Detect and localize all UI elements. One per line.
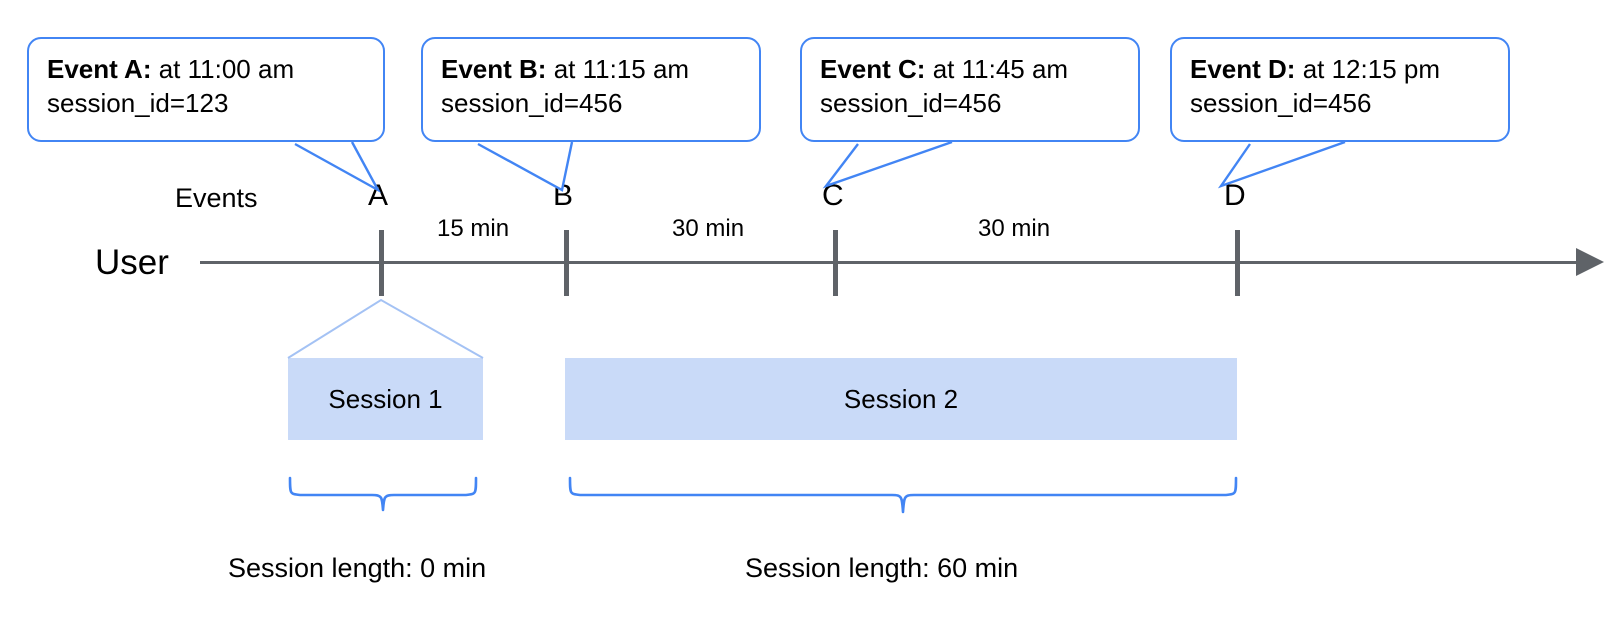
session-2-length-label: Session length: 60 min bbox=[745, 553, 1019, 583]
callout-c-line2: session_id=456 bbox=[820, 87, 1002, 118]
row-label-user: User bbox=[95, 243, 169, 282]
callout-a-title: Event A: bbox=[47, 54, 152, 84]
session-bar-1: Session 1 bbox=[288, 358, 483, 440]
callout-c-time: at 11:45 am bbox=[925, 54, 1069, 84]
callout-a-time: at 11:00 am bbox=[151, 54, 295, 84]
timeline-tick-b bbox=[564, 230, 569, 296]
callout-d-time: at 12:15 pm bbox=[1295, 54, 1441, 84]
event-letter-c: C bbox=[822, 179, 844, 212]
session-1-length-label: Session length: 0 min bbox=[228, 553, 487, 583]
callout-event-b: Event B: at 11:15 am session_id=456 bbox=[421, 37, 761, 142]
callout-b-title: Event B: bbox=[441, 54, 547, 84]
session-1-brace-icon bbox=[288, 476, 478, 512]
axis-arrowhead-icon bbox=[1576, 248, 1604, 276]
event-letter-a: A bbox=[368, 179, 389, 212]
duration-label-a-b: 15 min bbox=[437, 215, 510, 242]
callout-a-line2: session_id=123 bbox=[47, 87, 229, 118]
callout-c-tail-icon bbox=[822, 140, 953, 189]
session-bar-2: Session 2 bbox=[565, 358, 1237, 440]
callout-c-title: Event C: bbox=[820, 54, 926, 84]
session-bar-2-label: Session 2 bbox=[843, 383, 959, 414]
callout-b-line1: Event B: at 11:15 am bbox=[441, 53, 741, 87]
timeline-tick-a bbox=[379, 230, 384, 296]
callout-event-c: Event C: at 11:45 am session_id=456 bbox=[800, 37, 1140, 142]
timeline-axis bbox=[200, 261, 1576, 264]
session-1-connector-icon bbox=[287, 298, 484, 359]
timeline-tick-d bbox=[1235, 230, 1240, 296]
callout-event-d: Event D: at 12:15 pm session_id=456 bbox=[1170, 37, 1510, 142]
callout-d-line2: session_id=456 bbox=[1190, 87, 1372, 118]
callout-d-line1: Event D: at 12:15 pm bbox=[1190, 53, 1490, 87]
event-letter-d: D bbox=[1224, 179, 1246, 212]
callout-a-line1: Event A: at 11:00 am bbox=[47, 53, 365, 87]
session-bar-1-label: Session 1 bbox=[328, 383, 443, 414]
callout-b-line2: session_id=456 bbox=[441, 87, 623, 118]
callout-event-a: Event A: at 11:00 am session_id=123 bbox=[27, 37, 385, 142]
duration-label-c-d: 30 min bbox=[978, 215, 1051, 242]
session-2-brace-icon bbox=[568, 476, 1238, 514]
timeline-tick-c bbox=[833, 230, 838, 296]
callout-b-time: at 11:15 am bbox=[546, 54, 690, 84]
row-label-events: Events bbox=[175, 183, 258, 213]
callout-c-line1: Event C: at 11:45 am bbox=[820, 53, 1120, 87]
event-letter-b: B bbox=[553, 179, 574, 212]
duration-label-b-c: 30 min bbox=[672, 215, 745, 242]
callout-a-tail-icon bbox=[294, 141, 382, 194]
callout-d-title: Event D: bbox=[1190, 54, 1296, 84]
